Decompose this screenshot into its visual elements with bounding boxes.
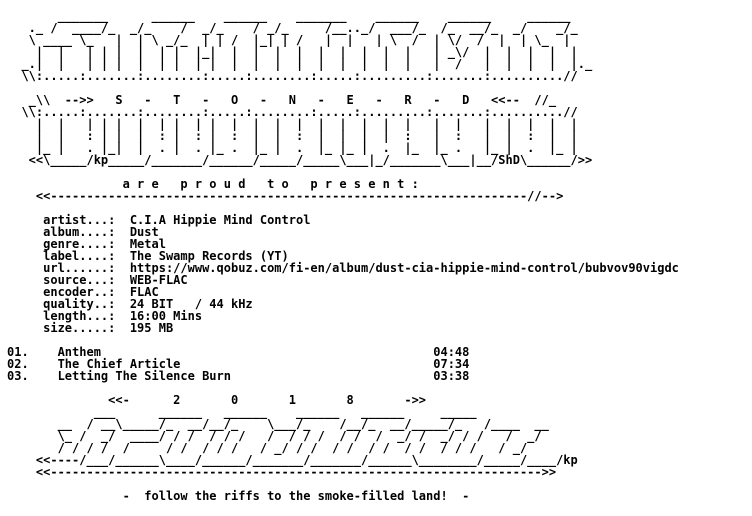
info-genre: genre....: Metal bbox=[7, 237, 166, 251]
divider-line: <<--------------------------------------… bbox=[7, 189, 564, 203]
track-row: 02. The Chief Article 07:34 bbox=[7, 357, 470, 371]
logo-line-10: |_ | . |_| | . | . |_ . |_ | . |_ |_ | .… bbox=[7, 141, 578, 155]
info-url: url......: https://www.qobuz.com/fi-en/a… bbox=[7, 261, 679, 275]
logo-line-3: \ ____ \_ | | \ _/_ | | / |_| | / | | | … bbox=[7, 33, 571, 47]
info-size: size.....: 195 MB bbox=[7, 321, 174, 335]
info-source: source...: WEB-FLAC bbox=[7, 273, 188, 287]
info-artist: artist...: C.I.A Hippie Mind Control bbox=[7, 213, 311, 227]
info-album: album....: Dust bbox=[7, 225, 159, 239]
footer-logo-line-5: <<----/___/______\____/______/_______/__… bbox=[7, 453, 578, 467]
track-row: 03. Letting The Silence Burn 03:38 bbox=[7, 369, 470, 383]
group-name-line: _\\ -->> S - T - O - N - E - R - D <<-- … bbox=[7, 93, 557, 107]
nfo-art-block: _______ ______ ______ _______ ______ ___… bbox=[7, 10, 747, 502]
logo-line-4: | | | | | | | | |_| | | | | | | | | | | … bbox=[7, 45, 578, 59]
footer-logo-line-1: ___ ______ ______ ______ ______ _____ bbox=[7, 405, 477, 419]
footer-divider: <<--------------------------------------… bbox=[7, 465, 557, 479]
info-label: label....: The Swamp Records (YT) bbox=[7, 249, 289, 263]
logo-line-8: | | | | | | | | | | | | | | | | | | | | … bbox=[7, 117, 578, 131]
logo-line-1: _______ ______ ______ _______ ______ ___… bbox=[7, 9, 571, 23]
footer-logo-line-2: __ / __\_____/_ __/__/_ \___/_ /__/_ __/… bbox=[7, 417, 549, 431]
logo-line-9: | | : | | | : | : | : | | : | | | | : | … bbox=[7, 129, 578, 143]
track-row: 01. Anthem 04:48 bbox=[7, 345, 470, 359]
logo-line-7: \\:.....:.......:........:.....:........… bbox=[7, 105, 578, 119]
footer-logo-line-3: \_ / _/ ____/ / / / / / / / / / / / / _/… bbox=[7, 429, 542, 443]
logo-line-6: \\:.....:.......:........:.....:........… bbox=[7, 69, 578, 83]
present-heading: a r e p r o u d t o p r e s e n t : bbox=[7, 177, 419, 191]
year-line: <<- 2 0 1 8 ->> bbox=[7, 393, 427, 407]
info-length: length...: 16:00 Mins bbox=[7, 309, 203, 323]
logo-line-5: _.| | | | | | | | | | | | | | | | | | | … bbox=[7, 57, 593, 71]
footer-logo-line-4: / / / / / / / / / / / _/ / / / / / / / /… bbox=[7, 441, 528, 455]
info-quality: quality..: 24 BIT / 44 kHz bbox=[7, 297, 253, 311]
info-encoder: encoder..: FLAC bbox=[7, 285, 159, 299]
logo-line-2: ._ / ____/_ _/_ / _/_ / _/_ /__.._/ ___/… bbox=[7, 21, 578, 35]
logo-line-11: <<\_____/kp_____/_______/______/_____/__… bbox=[7, 153, 593, 167]
tagline: - follow the riffs to the smoke-filled l… bbox=[7, 489, 470, 503]
